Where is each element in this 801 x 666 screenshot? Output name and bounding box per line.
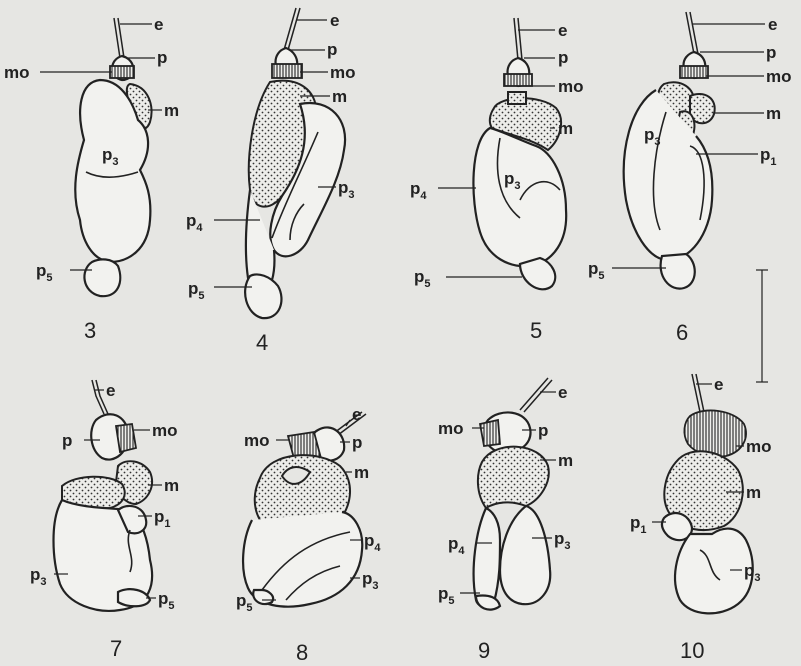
- fig8-label-p: p: [352, 433, 362, 452]
- fig4-mo: [272, 64, 302, 78]
- fig9-label-p: p: [538, 421, 548, 440]
- fig7-label-mo: mo: [152, 421, 178, 440]
- fig4-number: 4: [256, 330, 268, 355]
- fig8-p5-lobe: [253, 590, 273, 604]
- fig8-label-p3: p3: [362, 569, 379, 592]
- fig7-label-m: m: [164, 476, 179, 495]
- fig5-label-p5: p5: [414, 267, 431, 290]
- fig3-number: 3: [84, 318, 96, 343]
- fig7-mo: [116, 424, 136, 452]
- fig3-label-m: m: [164, 101, 179, 120]
- fig6-number: 6: [676, 320, 688, 345]
- fig5-neck: [508, 92, 526, 104]
- fig7-label-p: p: [62, 431, 72, 450]
- fig8-label-m: m: [354, 463, 369, 482]
- fig9-number: 9: [478, 638, 490, 663]
- fig10-p3-lobe: [675, 529, 753, 614]
- fig9-p5-lobe: [476, 595, 500, 609]
- figure-10: [662, 374, 753, 613]
- fig8-label-p5: p5: [236, 591, 253, 614]
- fig3-label-mo: mo: [4, 63, 30, 82]
- fig5-label-p4: p4: [410, 179, 427, 202]
- fig8-label-mo: mo: [244, 431, 270, 450]
- fig9-m: [478, 447, 549, 508]
- fig8-label-p4: p4: [364, 531, 381, 554]
- fig5-mo: [504, 74, 532, 86]
- fig5-p4-lobe: [473, 128, 566, 266]
- fig7-number: 7: [110, 636, 122, 661]
- fig6-label-m: m: [766, 104, 781, 123]
- fig9-label-e: e: [558, 383, 567, 402]
- fig3-p5-lobe: [84, 259, 120, 296]
- fig7-label-p3: p3: [30, 565, 47, 588]
- figure-6: [624, 12, 715, 289]
- fig9-label-p3: p3: [554, 529, 571, 552]
- fig9-p3-lobe: [500, 506, 550, 604]
- figure-9: [474, 378, 552, 610]
- fig6-label-p1: p1: [760, 145, 777, 168]
- fig6-label-mo: mo: [766, 67, 792, 86]
- fig9-label-m: m: [558, 451, 573, 470]
- fig10-mo: [684, 410, 746, 456]
- fig5-label-p: p: [558, 48, 568, 67]
- fig9-p4-lobe: [474, 508, 500, 607]
- fig4-label-e: e: [330, 11, 339, 30]
- fig9-mo: [480, 420, 500, 446]
- fig9-label-mo: mo: [438, 419, 464, 438]
- fig3-label-p5: p5: [36, 261, 53, 284]
- fig5-number: 5: [530, 318, 542, 343]
- fig5-label-e: e: [558, 21, 567, 40]
- fig8-number: 8: [296, 640, 308, 665]
- fig5-p5-lobe: [520, 258, 555, 289]
- fig4-label-p4: p4: [186, 211, 203, 234]
- fig3-mo: [110, 66, 134, 78]
- fig4-label-p3: p3: [338, 178, 355, 201]
- scale-bar: [756, 270, 768, 382]
- fig9-label-p5: p5: [438, 584, 455, 607]
- fig5-label-mo: mo: [558, 77, 584, 96]
- fig4-label-p5: p5: [188, 279, 205, 302]
- fig4-label-m: m: [332, 87, 347, 106]
- fig10-label-p1: p1: [630, 513, 647, 536]
- fig3-label-p: p: [157, 48, 167, 67]
- fig8-label-e: e: [352, 405, 361, 424]
- fig9-label-p4: p4: [448, 534, 465, 557]
- fig10-number: 10: [680, 638, 704, 663]
- fig6-mo: [680, 66, 708, 78]
- fig7-label-e: e: [106, 381, 115, 400]
- fig7-label-p5: p5: [158, 589, 175, 612]
- fig7-label-p1: p1: [154, 507, 171, 530]
- fig10-label-mo: mo: [746, 437, 772, 456]
- fig4-label-mo: mo: [330, 63, 356, 82]
- fig6-label-p5: p5: [588, 259, 605, 282]
- fig10-label-e: e: [714, 375, 723, 394]
- fig6-p5-lobe: [661, 254, 695, 289]
- fig6-label-p: p: [766, 43, 776, 62]
- fig5-label-m: m: [558, 119, 573, 138]
- fig4-p5-lobe: [245, 274, 281, 318]
- figure-5: [473, 18, 566, 289]
- fig10-label-m: m: [746, 483, 761, 502]
- fig3-label-e: e: [154, 15, 163, 34]
- fig4-label-p: p: [327, 40, 337, 59]
- fig6-label-e: e: [768, 15, 777, 34]
- figure-7: [54, 380, 153, 611]
